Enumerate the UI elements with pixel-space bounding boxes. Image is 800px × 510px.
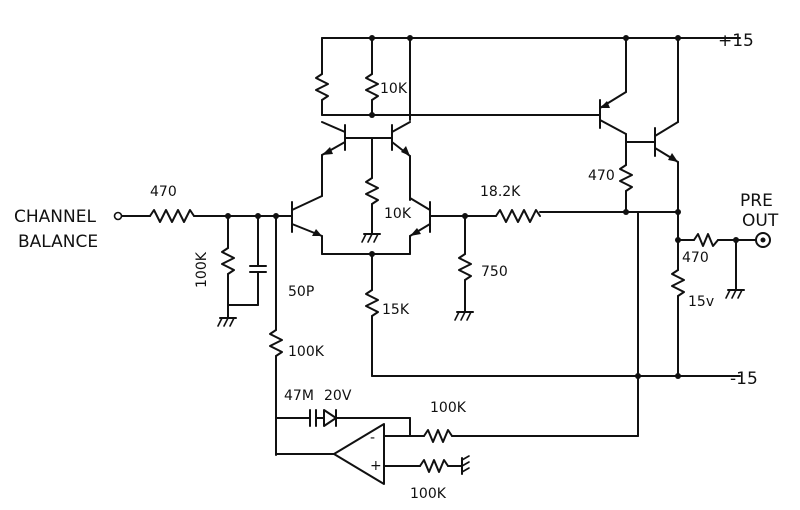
ground-icon xyxy=(229,317,235,327)
vneg-label: -15 xyxy=(730,369,758,389)
q5 xyxy=(599,119,627,135)
zener-cap-label: 47M xyxy=(284,388,314,404)
output-jack[interactable] xyxy=(755,232,771,248)
output-label-line2: OUT xyxy=(742,211,779,231)
ground-icon xyxy=(367,233,373,243)
ground-icon xyxy=(466,311,472,321)
input-resistor-label: 470 xyxy=(150,184,177,200)
zener-diode xyxy=(323,409,337,427)
ground-icon xyxy=(217,317,223,327)
feedback-resistor-182k-label: 18.2K xyxy=(480,184,521,200)
bias-resistor-10k-label: 10K xyxy=(384,206,412,222)
input-label-line2: BALANCE xyxy=(18,232,98,252)
q1-emitter-arrow xyxy=(312,229,322,236)
collector-resistor-left xyxy=(315,73,329,101)
input-shunt-resistor xyxy=(221,247,235,275)
q5-emitter-arrow xyxy=(600,101,610,108)
q4 xyxy=(409,197,431,211)
opamp-ground-resistor-label: 100K xyxy=(410,486,447,502)
collector-resistor-10k-label: 10K xyxy=(380,81,408,97)
junction xyxy=(675,209,681,215)
output-jack xyxy=(760,237,766,243)
base-bias-resistor xyxy=(269,329,283,357)
divider-resistor-750-label: 750 xyxy=(481,264,508,280)
vpos-label: +15 xyxy=(718,31,754,51)
opamp-input-resistor xyxy=(423,429,453,443)
ground-icon xyxy=(725,289,731,299)
q2 xyxy=(321,121,346,133)
emitter-resistor-470 xyxy=(619,164,633,192)
base-bias-resistor-label: 100K xyxy=(288,344,325,360)
input-label-line1: CHANNEL xyxy=(14,207,96,227)
q3-emitter-arrow xyxy=(401,146,410,156)
output-bias-resistor-label: 15v xyxy=(688,294,714,310)
opamp-minus: - xyxy=(370,430,375,446)
q3 xyxy=(391,121,411,133)
junction xyxy=(675,373,681,379)
ground-icon xyxy=(731,289,737,299)
ground-icon xyxy=(373,233,379,243)
output-label-line1: PRE xyxy=(740,191,773,211)
input-terminal[interactable] xyxy=(113,211,123,221)
ground-icon xyxy=(223,317,229,327)
ground-icon xyxy=(461,467,470,473)
input-resistor xyxy=(149,209,195,223)
ground-icon xyxy=(460,311,466,321)
q4-emitter-arrow xyxy=(410,228,421,236)
ground-icon xyxy=(461,455,470,461)
opamp-input-resistor-label: 100K xyxy=(430,400,467,416)
ground-icon xyxy=(454,311,460,321)
junction xyxy=(369,112,375,118)
collector-resistor-10k xyxy=(365,73,379,101)
emitter-resistor-470-label: 470 xyxy=(588,168,615,184)
feedback-capacitor-label: 50P xyxy=(288,284,314,300)
ground-icon xyxy=(461,461,470,467)
opamp xyxy=(333,423,385,485)
opamp-ground-resistor xyxy=(419,459,449,473)
zener-label: 20V xyxy=(324,388,352,404)
ground-icon xyxy=(361,233,367,243)
output-resistor-470-label: 470 xyxy=(682,250,709,266)
q1 xyxy=(291,195,323,211)
ground-icon xyxy=(737,289,743,299)
output-resistor-470 xyxy=(693,233,719,247)
q6 xyxy=(654,121,679,137)
tail-resistor-15k xyxy=(365,289,379,317)
q6-emitter-arrow xyxy=(668,153,678,162)
q2-emitter-arrow xyxy=(322,147,333,155)
output-bias-resistor xyxy=(671,269,685,297)
divider-resistor-750 xyxy=(458,253,472,281)
opamp-plus: + xyxy=(370,458,382,474)
tail-resistor-15k-label: 15K xyxy=(382,302,410,318)
feedback-resistor-182k xyxy=(495,209,541,223)
junction xyxy=(623,209,629,215)
input-shunt-resistor-label: 100K xyxy=(194,251,210,288)
bias-resistor-10k xyxy=(365,177,379,205)
